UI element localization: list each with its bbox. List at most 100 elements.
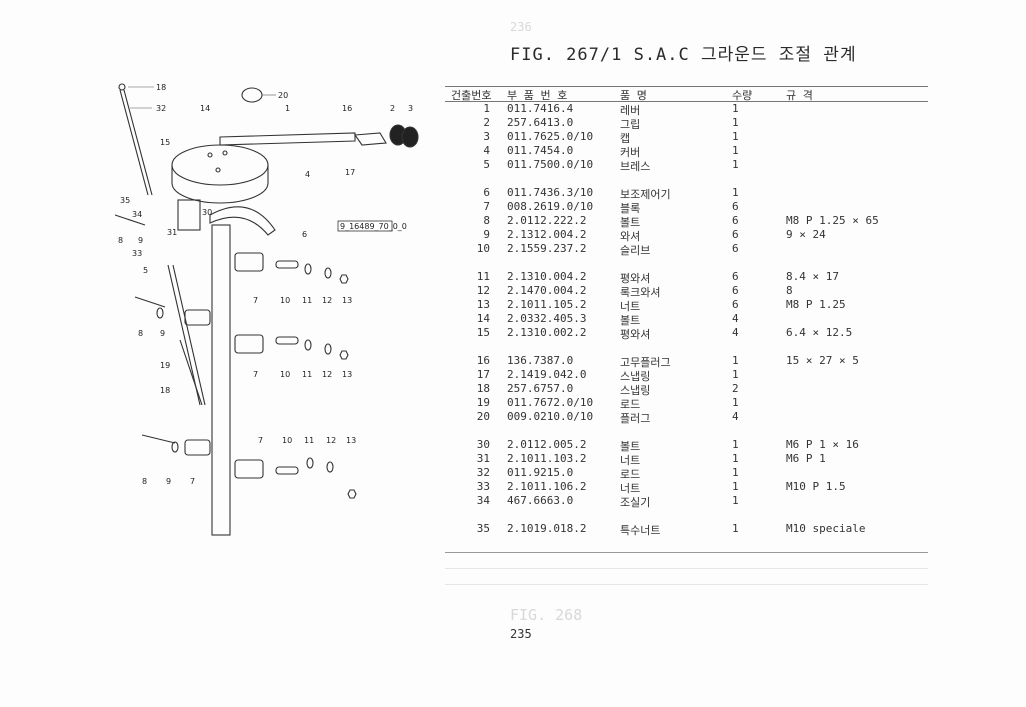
- quantity: 1: [732, 130, 739, 143]
- part-number: 2.1470.004.2: [507, 284, 587, 297]
- part-name: 로드: [620, 468, 641, 481]
- callout: 10: [280, 296, 290, 305]
- specification: M6 P 1: [786, 452, 826, 465]
- callout: 9: [160, 329, 165, 338]
- bleed-through-text: 236: [510, 20, 532, 34]
- part-name: 슬리브: [620, 244, 651, 257]
- part-number: 2.1419.042.0: [507, 368, 587, 381]
- part-name: 너트: [620, 300, 641, 313]
- row-number: 4: [483, 144, 490, 157]
- page-number: 235: [510, 627, 532, 641]
- quantity: 1: [732, 494, 739, 507]
- row-number: 11: [476, 270, 490, 283]
- callout: 11: [302, 296, 312, 305]
- row-number: 5: [483, 158, 490, 171]
- callout: 6: [302, 230, 307, 239]
- part-name: 레버: [620, 104, 641, 117]
- callout: 32: [156, 104, 166, 113]
- callout: 11: [302, 370, 312, 379]
- bleed-through-rule: [445, 584, 928, 585]
- callout: 31: [167, 228, 177, 237]
- diagram-label-box-text: 9_16489_70_0_0: [340, 222, 407, 231]
- callout: 7: [190, 477, 195, 486]
- row-number: 15: [476, 326, 490, 339]
- part-name: 커버: [620, 146, 641, 159]
- row-number: 35: [476, 522, 490, 535]
- header-no: 건출번호: [451, 89, 492, 102]
- quantity: 6: [732, 298, 739, 311]
- part-number: 2.1310.002.2: [507, 326, 587, 339]
- quantity: 1: [732, 522, 739, 535]
- callout: 33: [132, 249, 142, 258]
- quantity: 1: [732, 186, 739, 199]
- part-number: 2.1011.105.2: [507, 298, 587, 311]
- callout: 7: [253, 370, 258, 379]
- specification: M10 speciale: [786, 522, 866, 535]
- specification: 6.4 × 12.5: [786, 326, 853, 339]
- part-name: 평와셔: [620, 328, 651, 341]
- part-number: 2.1559.237.2: [507, 242, 587, 255]
- part-name: 조실기: [620, 496, 651, 509]
- quantity: 6: [732, 242, 739, 255]
- part-number: 009.0210.0/10: [507, 410, 594, 423]
- callout: 10: [280, 370, 290, 379]
- callout: 14: [200, 104, 210, 113]
- part-number: 2.1011.106.2: [507, 480, 587, 493]
- specification: 8.4 × 17: [786, 270, 839, 283]
- part-number: 011.7454.0: [507, 144, 574, 157]
- callout: 8: [118, 236, 123, 245]
- row-number: 8: [483, 214, 490, 227]
- part-number: 257.6413.0: [507, 116, 574, 129]
- quantity: 1: [732, 466, 739, 479]
- quantity: 4: [732, 410, 739, 423]
- quantity: 2: [732, 382, 739, 395]
- row-number: 7: [483, 200, 490, 213]
- callout: 18: [156, 83, 166, 92]
- part-name: 스냅링: [620, 384, 651, 397]
- callout: 13: [346, 436, 356, 445]
- part-number: 008.2619.0/10: [507, 200, 594, 213]
- row-number: 16: [476, 354, 490, 367]
- quantity: 1: [732, 144, 739, 157]
- callout: 15: [160, 138, 170, 147]
- row-number: 30: [476, 438, 490, 451]
- part-number: 2.0112.222.2: [507, 214, 587, 227]
- callout: 4: [305, 170, 310, 179]
- callout: 8: [138, 329, 143, 338]
- part-name: 플러그: [620, 412, 651, 425]
- part-number: 011.7436.3/10: [507, 186, 594, 199]
- row-number: 12: [476, 284, 490, 297]
- part-number: 011.7672.0/10: [507, 396, 594, 409]
- specification: M8 P 1.25 × 65: [786, 214, 879, 227]
- quantity: 1: [732, 102, 739, 115]
- quantity: 4: [732, 312, 739, 325]
- part-number: 011.7500.0/10: [507, 158, 594, 171]
- row-number: 6: [483, 186, 490, 199]
- part-number: 2.0112.005.2: [507, 438, 587, 451]
- part-name: 로드: [620, 398, 641, 411]
- part-number: 011.9215.0: [507, 466, 574, 479]
- part-name: 평와셔: [620, 272, 651, 285]
- quantity: 6: [732, 270, 739, 283]
- callout: 17: [345, 168, 355, 177]
- callout: 9: [166, 477, 171, 486]
- part-name: 보조제어기: [620, 188, 671, 201]
- callout: 19: [160, 361, 170, 370]
- header-spec: 규 격: [786, 89, 813, 102]
- specification: 8: [786, 284, 793, 297]
- table-bottom-rule: [445, 552, 928, 553]
- page-title: FIG. 267/1 S.A.C 그라운드 조절 관계: [510, 45, 857, 65]
- row-number: 17: [476, 368, 490, 381]
- part-number: 2.0332.405.3: [507, 312, 587, 325]
- header-part-number: 부 품 번 호: [507, 89, 568, 102]
- part-number: 011.7625.0/10: [507, 130, 594, 143]
- specification: M6 P 1 × 16: [786, 438, 859, 451]
- row-number: 14: [476, 312, 490, 325]
- part-name: 블록: [620, 202, 641, 215]
